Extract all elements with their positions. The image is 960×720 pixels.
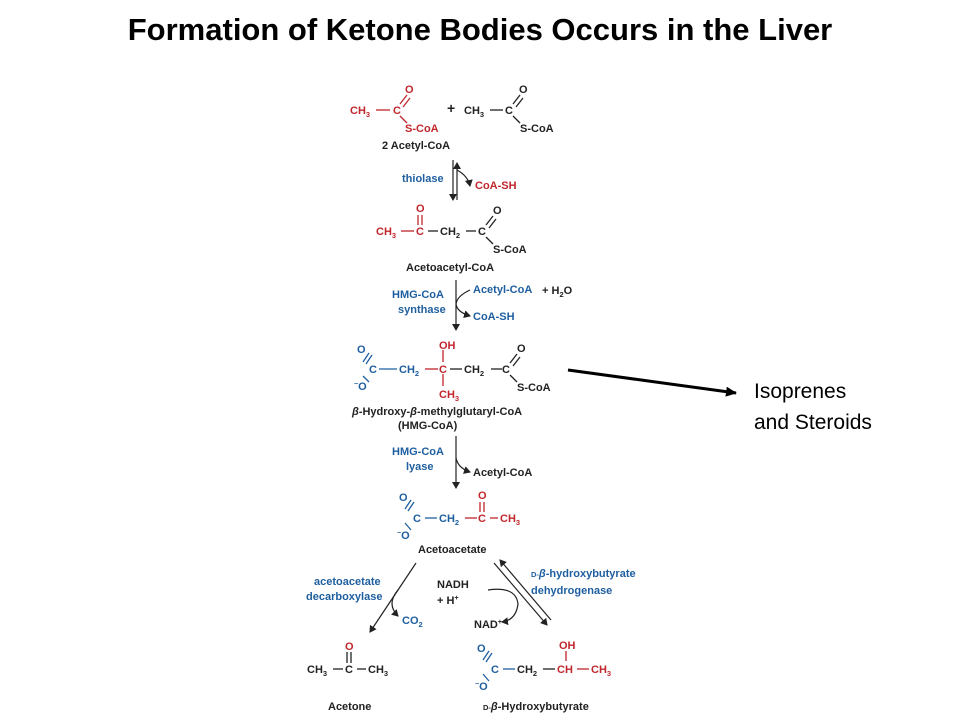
svg-text:O: O [405, 84, 414, 96]
svg-text:CH3: CH3 [500, 513, 520, 527]
svg-text:CH2: CH2 [464, 364, 484, 378]
svg-text:S-CoA: S-CoA [493, 244, 527, 256]
co2-product: CO2 [402, 615, 423, 629]
svg-text:C: C [413, 513, 421, 525]
svg-text:CH3: CH3 [350, 105, 370, 119]
enzyme-dehydrogenase-line2: dehydrogenase [531, 585, 612, 597]
svg-text:O: O [357, 344, 366, 356]
hydroxybutyrate-structure [482, 650, 589, 682]
hydroxybutyrate-label: D-β-Hydroxybutyrate [483, 701, 589, 713]
enzyme-decarboxylase-line1: acetoacetate [314, 576, 381, 588]
branch-arrow-to-isoprenes [567, 368, 737, 397]
water-input: + H2O [542, 285, 573, 299]
svg-text:CH3: CH3 [591, 664, 611, 678]
svg-text:O: O [345, 641, 354, 653]
hmg-coa-lyase-arrow [452, 436, 471, 489]
nadh-cofactor: NADH [437, 579, 469, 591]
coa-sh-product-1: CoA-SH [475, 180, 517, 192]
acetyl-coa-input: Acetyl-CoA [473, 284, 532, 296]
svg-text:CH3: CH3 [368, 664, 388, 678]
enzyme-thiolase: thiolase [402, 173, 444, 185]
svg-text:C: C [393, 105, 401, 117]
thiolase-arrow [449, 160, 473, 201]
svg-text:C: C [491, 664, 499, 676]
acetyl-coa-structure-right [490, 94, 524, 124]
decarboxylase-arrow [369, 562, 417, 633]
hmg-coa-abbrev: (HMG-CoA) [398, 420, 458, 432]
svg-text:CH: CH [557, 664, 573, 676]
svg-text:−O: −O [397, 530, 410, 542]
nad-cofactor: NAD+ [474, 619, 502, 631]
page-title: Formation of Ketone Bodies Occurs in the… [127, 12, 833, 47]
svg-text:C: C [369, 364, 377, 376]
acetoacetate-structure [404, 499, 498, 531]
acetone-structure [333, 652, 366, 670]
acetone-label: Acetone [328, 701, 371, 713]
plus-sign: + [447, 100, 455, 116]
enzyme-hmg-coa-synthase-line1: HMG-CoA [392, 289, 444, 301]
svg-text:C: C [345, 664, 353, 676]
acetyl-coa-structure-left [376, 94, 411, 124]
svg-text:CH2: CH2 [440, 226, 460, 240]
svg-text:CH2: CH2 [439, 513, 459, 527]
svg-text:CH3: CH3 [307, 664, 327, 678]
svg-text:O: O [416, 203, 425, 215]
svg-text:S-CoA: S-CoA [517, 382, 551, 394]
acetoacetyl-coa-label: Acetoacetyl-CoA [406, 262, 494, 274]
svg-text:S-CoA: S-CoA [520, 123, 554, 135]
isoprenes-steroids-note: Isoprenes and Steroids [754, 376, 872, 438]
coa-sh-product-2: CoA-SH [473, 311, 515, 323]
hmg-coa-synthase-arrow [452, 280, 471, 331]
enzyme-hmg-coa-synthase-line2: synthase [398, 304, 446, 316]
svg-text:O: O [519, 84, 528, 96]
dehydrogenase-arrow [487, 559, 552, 626]
enzyme-hmg-coa-lyase-line2: lyase [406, 461, 434, 473]
svg-text:C: C [439, 364, 447, 376]
svg-text:O: O [478, 490, 487, 502]
svg-text:CH3: CH3 [439, 389, 459, 403]
svg-text:CH3: CH3 [464, 105, 484, 119]
side-note-line2: and Steroids [754, 411, 872, 434]
svg-text:CH2: CH2 [399, 364, 419, 378]
svg-text:−O: −O [354, 381, 367, 393]
svg-text:OH: OH [439, 340, 456, 352]
acetoacetyl-coa-structure [401, 215, 497, 245]
svg-text:C: C [502, 364, 510, 376]
svg-text:C: C [416, 226, 424, 238]
acetyl-coa-output: Acetyl-CoA [473, 467, 532, 479]
enzyme-dehydrogenase-line1: D-β-hydroxybutyrate [531, 568, 636, 580]
svg-text:O: O [477, 643, 486, 655]
svg-text:C: C [505, 105, 513, 117]
svg-text:C: C [478, 513, 486, 525]
enzyme-decarboxylase-line2: decarboxylase [306, 591, 382, 603]
svg-text:O: O [493, 205, 502, 217]
side-note-line1: Isoprenes [754, 380, 847, 403]
acetoacetate-label: Acetoacetate [418, 544, 486, 556]
hmg-coa-structure [362, 350, 521, 386]
svg-text:CH3: CH3 [376, 226, 396, 240]
acetyl-coa-label: 2 Acetyl-CoA [382, 140, 450, 152]
svg-text:O: O [517, 343, 526, 355]
svg-text:CH2: CH2 [517, 664, 537, 678]
svg-text:S-CoA: S-CoA [405, 123, 439, 135]
svg-text:OH: OH [559, 640, 576, 652]
enzyme-hmg-coa-lyase-line1: HMG-CoA [392, 446, 444, 458]
h-plus-cofactor: + H+ [437, 595, 459, 607]
hmg-coa-label: β-Hydroxy-β-methylglutaryl-CoA [351, 406, 522, 418]
svg-text:−O: −O [475, 681, 488, 693]
svg-text:O: O [399, 492, 408, 504]
svg-text:C: C [478, 226, 486, 238]
